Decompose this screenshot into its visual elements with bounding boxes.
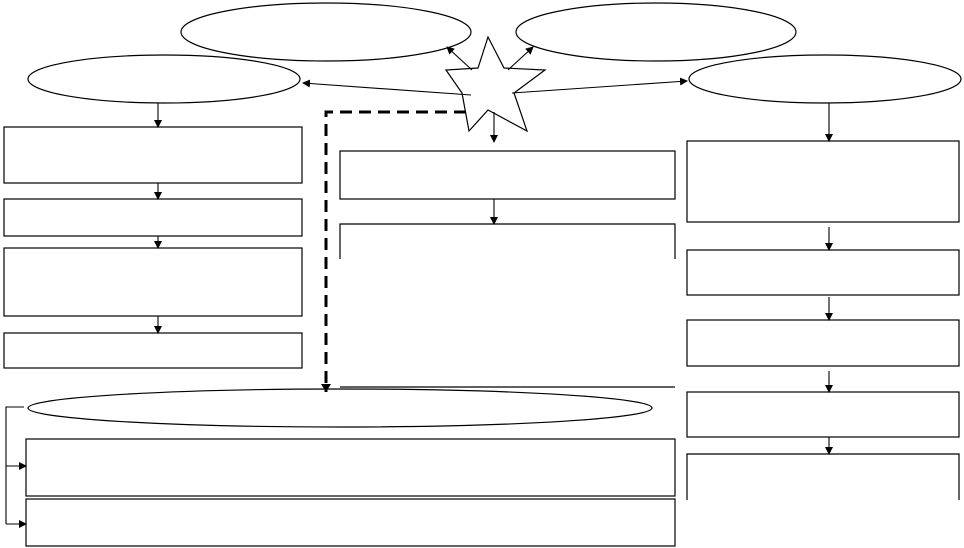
box-right-3	[686, 319, 960, 367]
ellipse-top-right-node	[515, 2, 797, 62]
dashed-connector	[324, 110, 466, 392]
ellipse-mid-left-node	[27, 54, 301, 104]
box-center-2	[339, 223, 676, 388]
bottom-bracket-line	[5, 406, 24, 524]
right-column	[686, 103, 960, 500]
box-right-5	[686, 453, 960, 500]
left-column	[3, 103, 303, 369]
box-right-4	[686, 391, 960, 438]
arrow-star-to-mid-right	[511, 77, 688, 94]
ellipse-top-left-node	[180, 2, 472, 62]
box-left-3	[3, 247, 303, 317]
arrow-star-to-mid-left	[302, 79, 472, 96]
box-bottom-2	[25, 498, 676, 547]
bottom-section	[5, 406, 676, 547]
box-left-1	[3, 126, 303, 184]
box-left-2	[3, 198, 303, 237]
arrow-star-to-top-left	[446, 46, 473, 71]
ellipse-mid-right-node	[688, 54, 962, 104]
ellipse-bottom-wide-node	[27, 388, 653, 428]
dashed-connector-arrowhead	[321, 384, 331, 392]
box-right-2	[686, 249, 960, 296]
arrow-star-to-top-right	[507, 46, 534, 71]
star-arrows	[302, 46, 688, 143]
box-right-1	[686, 140, 960, 223]
box-left-4	[3, 332, 303, 369]
box-center-1	[339, 150, 676, 200]
center-column	[339, 150, 676, 388]
box-bottom-1	[25, 438, 676, 497]
star-center-node	[444, 35, 547, 133]
